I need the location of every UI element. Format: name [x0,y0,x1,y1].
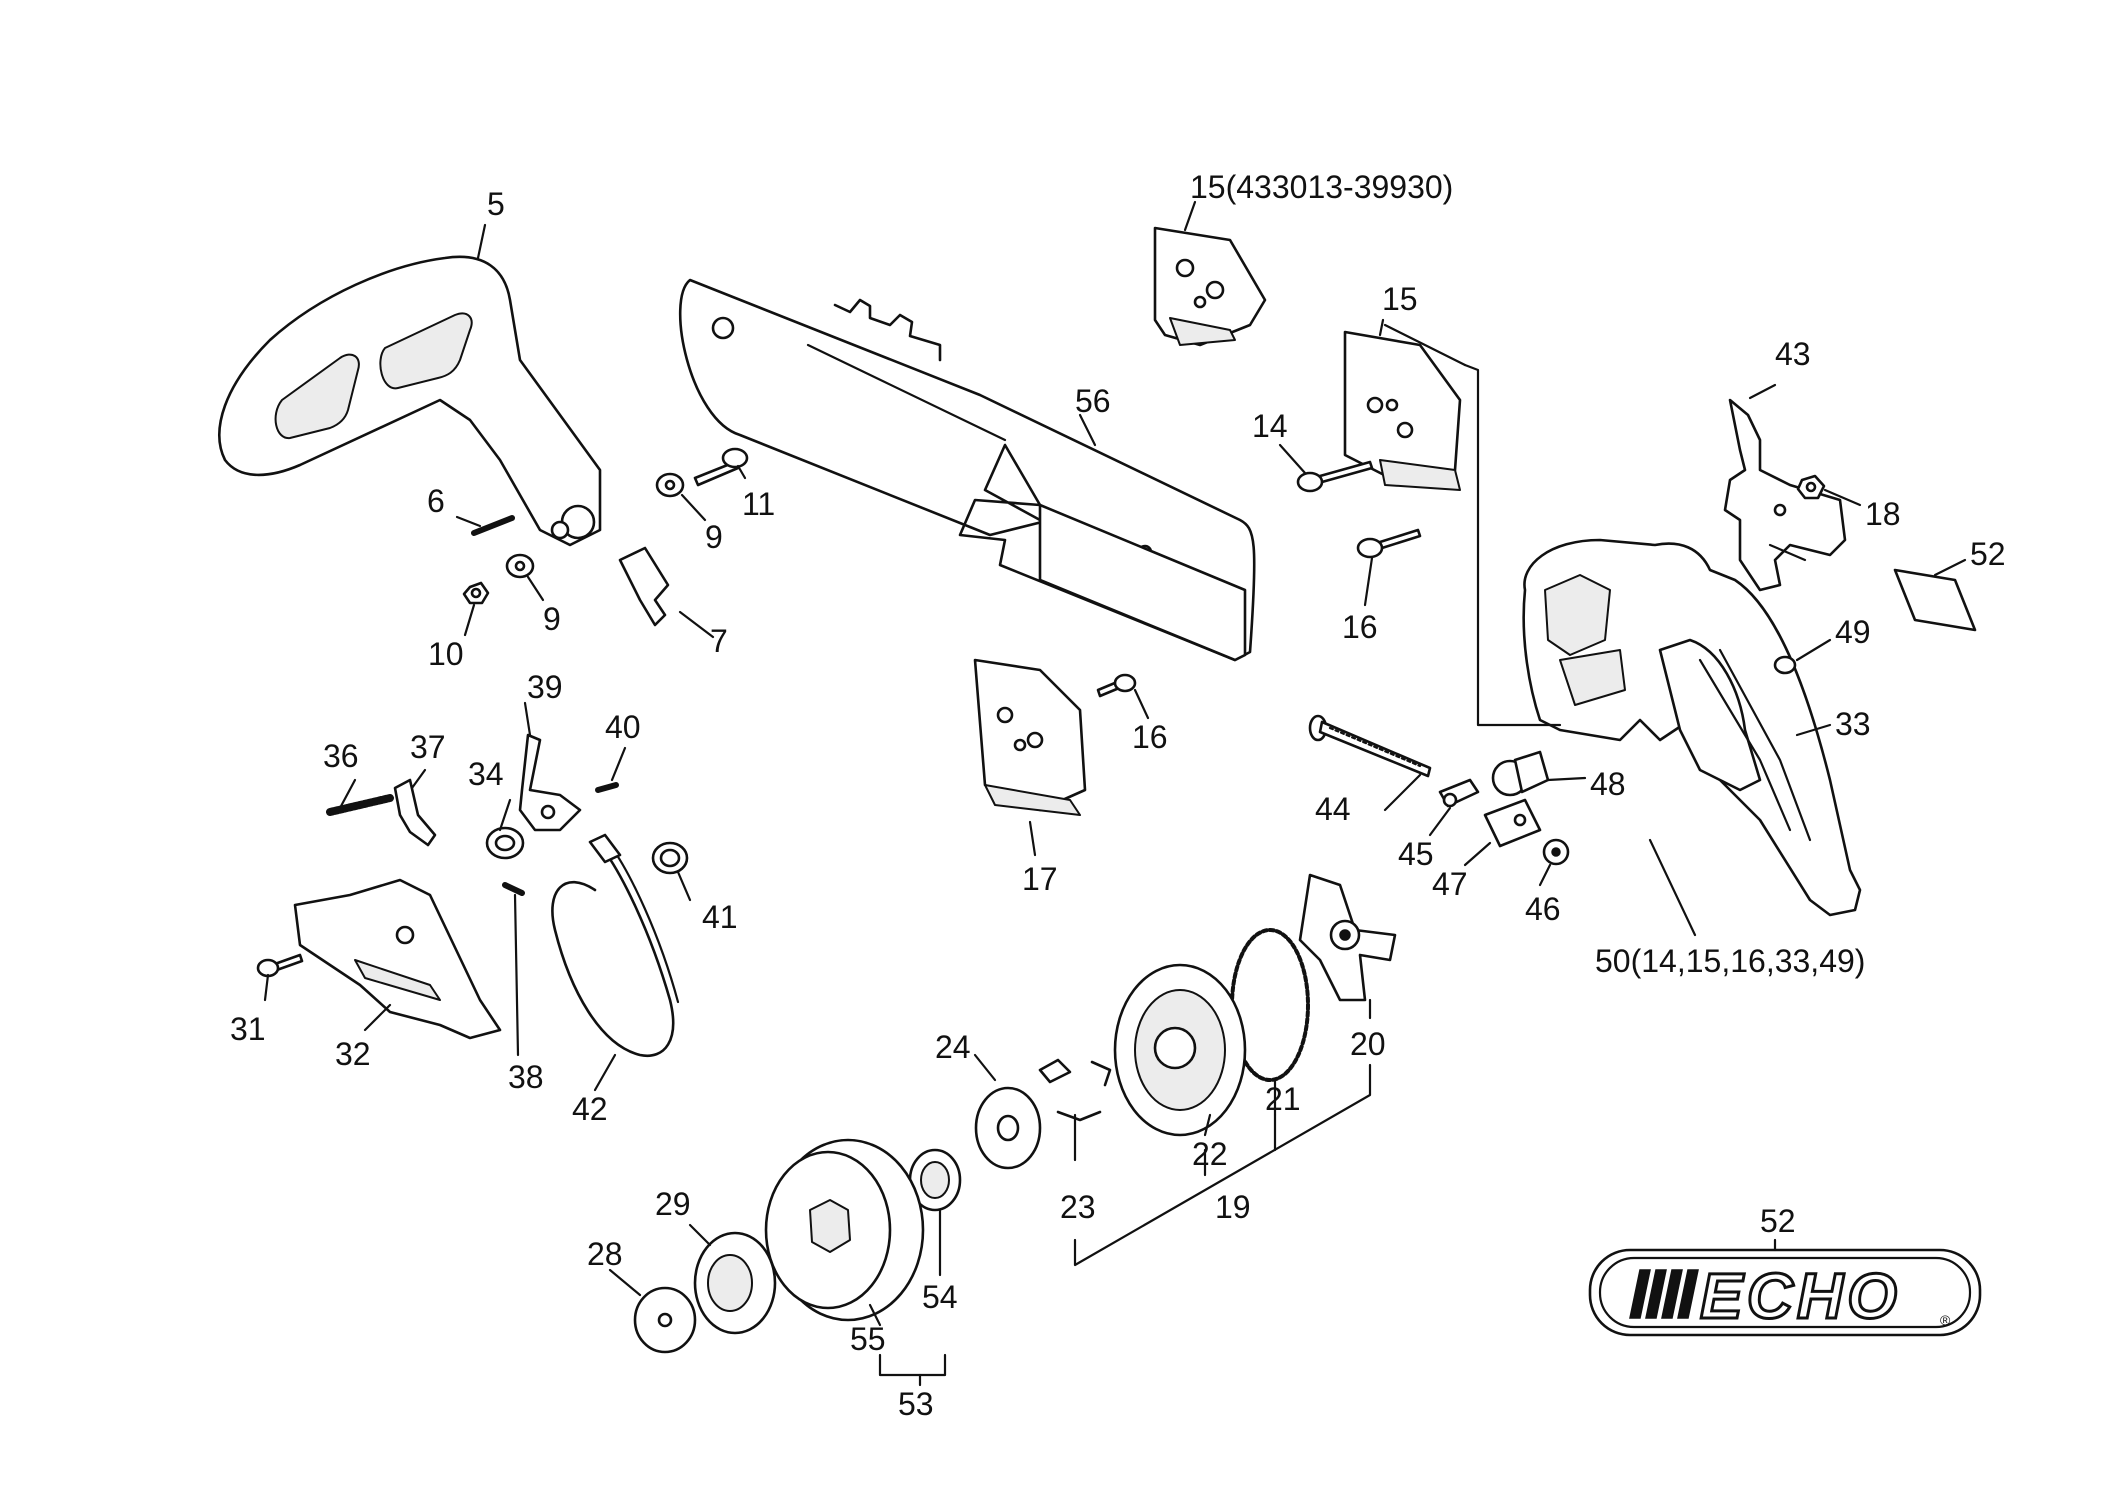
callout-16-b: 16 [1132,719,1168,755]
callout-10: 10 [428,636,464,672]
part-44-bolt [1308,714,1432,778]
callout-52-a: 52 [1970,536,2006,572]
callout-52-b: 52 [1760,1203,1796,1239]
logo-stripes [1629,1269,1699,1319]
part-15-plate [1343,330,1462,491]
part-28-washer [633,1286,697,1354]
callout-15: 15 [1382,281,1418,317]
callout-21: 21 [1265,1081,1301,1117]
part-34-collar [485,826,525,860]
callout-44: 44 [1315,791,1351,827]
callout-56: 56 [1075,383,1111,419]
callout-41: 41 [702,899,738,935]
part-17-plate [973,658,1087,816]
callout-18: 18 [1865,496,1901,532]
callout-33: 33 [1835,706,1871,742]
callout-28: 28 [587,1236,623,1272]
logo-wordmark: ECHO [1700,1260,1901,1332]
part-47-block [1483,798,1542,848]
callout-17: 17 [1022,861,1058,897]
part-32-brake-base [293,878,502,1040]
part-16-screw-a [1356,528,1422,559]
logo-registered-mark: ® [1940,1312,1951,1328]
callout-40: 40 [605,709,641,745]
callout-43: 43 [1775,336,1811,372]
callout-labels: 5 6 7 9 9 10 11 14 15 15(433013-39930) 1… [230,169,2006,1422]
part-45-pin [1438,778,1480,808]
part-9-washer-b [505,553,535,579]
callout-16-a: 16 [1342,609,1378,645]
part-31-screw [256,953,304,978]
part-42-brake-band [551,833,680,1058]
callout-34: 34 [468,756,504,792]
part-29-sprocket [693,1231,777,1335]
part-43-spike [1723,398,1847,592]
part-55-clutch-drum [764,1138,925,1322]
part-22-clutch-shoe [1113,963,1247,1137]
part-6-pin [471,515,515,536]
callout-32: 32 [335,1036,371,1072]
part-23-clips [1038,1058,1112,1122]
part-48-gear [1491,750,1550,797]
part-33-clutch-cover [1522,538,1862,917]
callout-38: 38 [508,1059,544,1095]
callout-6: 6 [427,483,445,519]
part-7-clip [618,546,670,627]
callout-53: 53 [898,1386,934,1422]
part-14-screw [1296,460,1374,493]
callout-29: 29 [655,1186,691,1222]
callout-54: 54 [922,1279,958,1315]
callout-23: 23 [1060,1189,1096,1225]
callout-39: 39 [527,669,563,705]
part-20-clutch-hub [1298,873,1397,1002]
callout-47: 47 [1432,866,1468,902]
part-46-gear [1542,838,1570,866]
callout-5: 5 [487,186,505,222]
callout-31: 31 [230,1011,266,1047]
echo-logo: ECHO ® [1588,1248,1982,1337]
callout-15-kit: 15(433013-39930) [1190,169,1453,205]
callout-45: 45 [1398,836,1434,872]
part-36-spring [326,794,394,816]
callout-22: 22 [1192,1136,1228,1172]
part-18-nut [1796,474,1826,500]
part-10-nut [462,581,490,605]
part-37-lever [393,778,437,847]
callout-48: 48 [1590,766,1626,802]
part-56-guide-bar [678,278,1256,662]
callout-49: 49 [1835,614,1871,650]
leader-lines [263,200,1967,1387]
callout-11: 11 [742,486,775,522]
part-5-guard [218,255,602,547]
callout-14: 14 [1252,408,1288,444]
part-11-bolt [693,447,749,487]
callout-7: 7 [710,623,728,659]
part-41-bushing [651,841,689,875]
part-16-screw-b [1096,673,1137,698]
callout-36: 36 [323,738,359,774]
callout-50: 50(14,15,16,33,49) [1595,943,1865,979]
callout-55: 55 [850,1321,886,1357]
part-54-bearing [908,1148,962,1212]
part-9-washer-a [655,472,685,498]
part-39-lever [518,733,582,832]
part-49-plug [1773,655,1797,675]
callout-20: 20 [1350,1026,1386,1062]
callout-42: 42 [572,1091,608,1127]
callout-46: 46 [1525,891,1561,927]
part-24-washer [974,1086,1042,1170]
callout-37: 37 [410,729,446,765]
callout-9-b: 9 [543,601,561,637]
part-52-label [1893,568,1977,632]
part-40-pin [595,782,619,793]
callout-19: 19 [1215,1189,1251,1225]
part-38-pin [502,882,525,896]
callout-24: 24 [935,1029,971,1065]
part-15-kit-plate [1153,226,1267,347]
callout-9-a: 9 [705,519,723,555]
